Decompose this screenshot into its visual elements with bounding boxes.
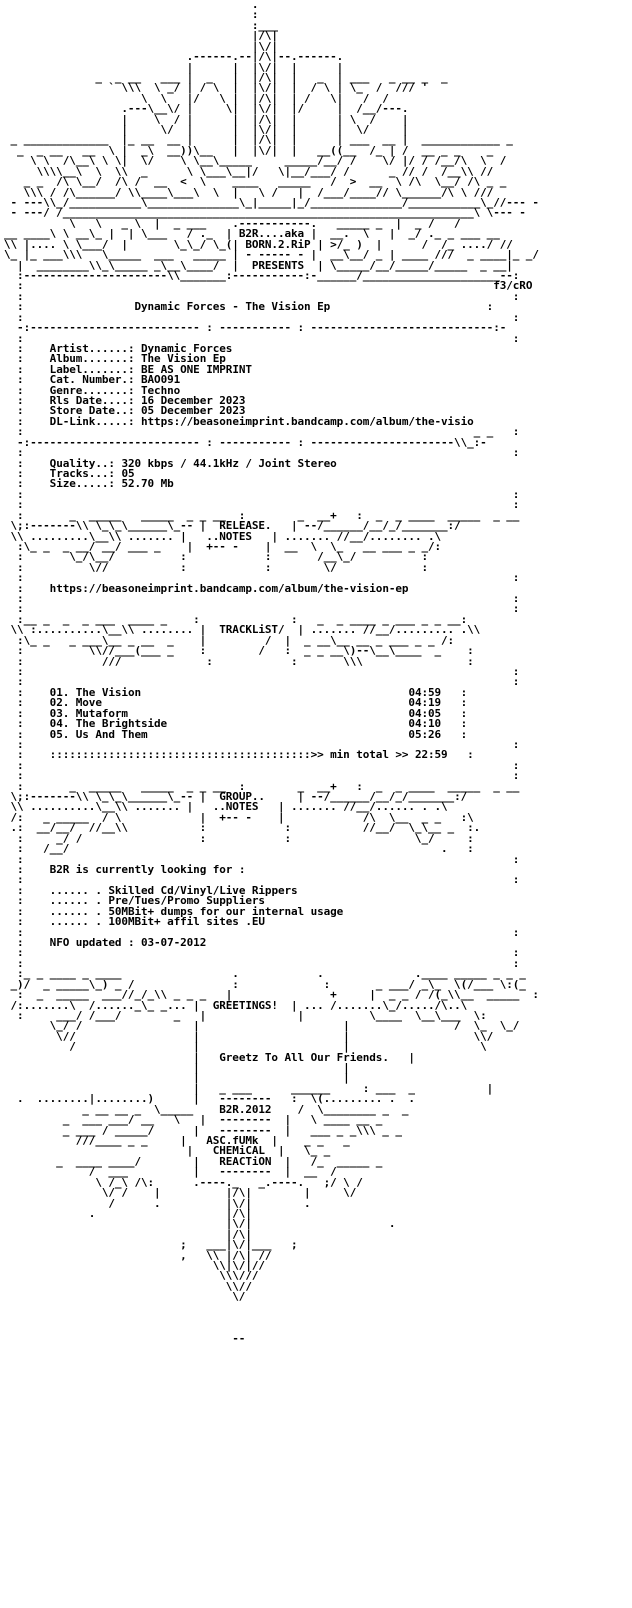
quality-label: Quality..: [49,456,115,470]
track-time: 04:19 [408,696,442,710]
info-value: BAO091 [141,373,181,387]
track-title: 05. Us And Them [49,727,148,741]
dl-link[interactable]: https://beasoneimprint.bandcamp.com/albu… [141,414,474,428]
greetings-heading: GREETINGS! [212,998,278,1012]
info-label: Artist......: [49,341,135,355]
group-name: BORN.2.RiP [245,237,311,251]
track-title: 03. Mutaform [49,706,128,720]
ascii-logo-top: . : :___ |/\| |\/| . [10,0,539,230]
info-label: Cat. Number.: [49,373,135,387]
release-heading-2: ..NOTES [206,529,252,543]
release-notes-url[interactable]: https://beasoneimprint.bandcamp.com/albu… [49,581,409,595]
info-value: Techno [141,383,181,397]
track-time: 04:05 [408,706,442,720]
info-value: Dynamic Forces [141,341,233,355]
looking-for-item: ...... . Pre/Tues/Promo Suppliers [49,894,265,908]
looking-for-item: ...... . 50MBit+ dumps for our internal … [49,904,344,918]
quality-value: 52.70 Mb [121,477,174,491]
footer-year: B2R.2012 [219,1102,272,1116]
footer-line-3: REACTiON [219,1154,272,1168]
info-label: Genre.......: [49,383,135,397]
info-value: 16 December 2023 [141,394,246,408]
nfo-updated: NFO updated : 03-07-2012 [49,935,207,949]
group-aka: B2R....aka [238,227,305,241]
track-title: 04. The Brightside [49,717,168,731]
looking-for-item: ...... . 100MBit+ affil sites .EU [49,915,265,929]
tracklist-heading: TRACKLiST [219,623,278,637]
presents-label: PRESENTS [251,258,305,272]
release-heading-1: RELEASE. [219,519,272,533]
track-time: 04:10 [408,717,442,731]
signature: f3/cRO [493,279,533,293]
greetings-message: Greetz To All Our Friends. [219,1050,389,1064]
looking-for-item: ...... . Skilled Cd/Vinyl/Live Rippers [49,883,298,897]
footer-line-1: ASC.fUMk [206,1133,259,1147]
total-time: 22:59 [414,748,448,762]
info-value: BE AS ONE IMPRINT [141,362,252,376]
quality-value: 320 kbps / 44.1kHz / Joint Stereo [121,456,337,470]
quality-label: Size.....: [49,477,115,491]
quality-value: 05 [121,466,135,480]
track-title: 01. The Vision [49,685,141,699]
looking-for-text: B2R is currently looking for : [49,863,246,877]
info-value: 05 December 2023 [141,404,246,418]
info-label: Rls Date....: [49,394,135,408]
ascii-header-block: __ ____\ \ __\_ | | \___ / ._ | B2R....a… [4,227,539,1345]
quality-label: Tracks...: [49,466,115,480]
group-heading-2: ..NOTES [212,800,259,814]
footer-line-2: CHEMiCAL [212,1144,265,1158]
group-heading-1: GROUP.. [219,790,265,804]
track-time: 05:26 [408,727,442,741]
track-title: 02. Move [49,696,102,710]
total-label: ::::::::::::::::::::::::::::::::::::::::… [49,748,409,762]
info-label: DL-Link.....: [49,414,135,428]
info-label: Store Date..: [49,404,135,418]
track-time: 04:59 [408,685,442,699]
info-label: Album.......: [49,352,135,366]
info-value: The Vision Ep [141,352,226,366]
release-title: Dynamic Forces - The Vision Ep [134,300,331,314]
info-label: Label.......: [49,362,135,376]
